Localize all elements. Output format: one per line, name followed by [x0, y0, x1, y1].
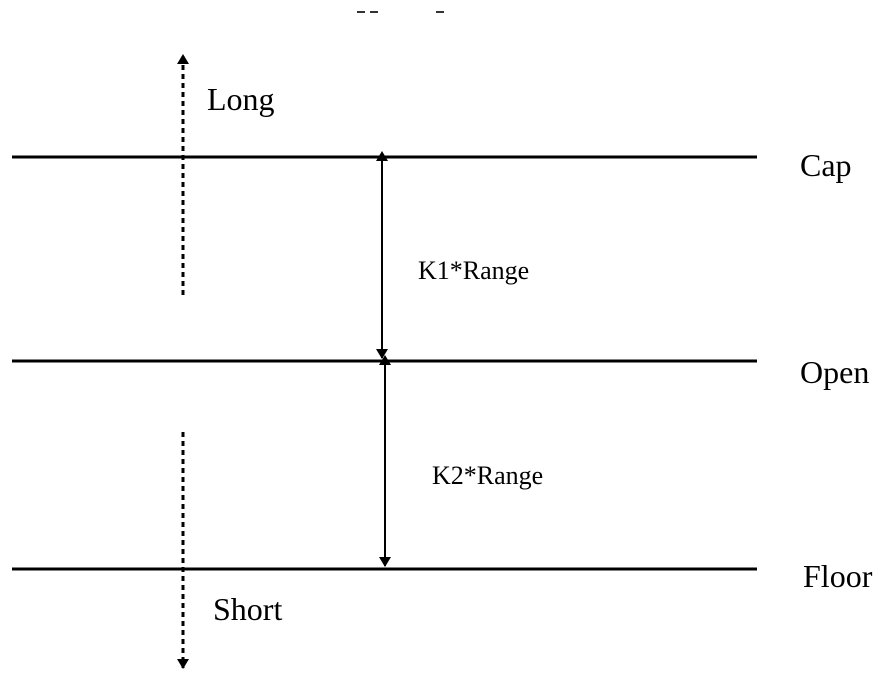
k1-range-label: K1*Range [418, 256, 529, 285]
floor-label: Floor [803, 558, 873, 594]
k2-range-label: K2*Range [432, 461, 543, 490]
long-label: Long [207, 81, 275, 117]
short-label: Short [213, 591, 282, 627]
open-label: Open [800, 354, 869, 390]
cap-label: Cap [800, 147, 852, 183]
cropped-title-fragment [357, 11, 444, 13]
